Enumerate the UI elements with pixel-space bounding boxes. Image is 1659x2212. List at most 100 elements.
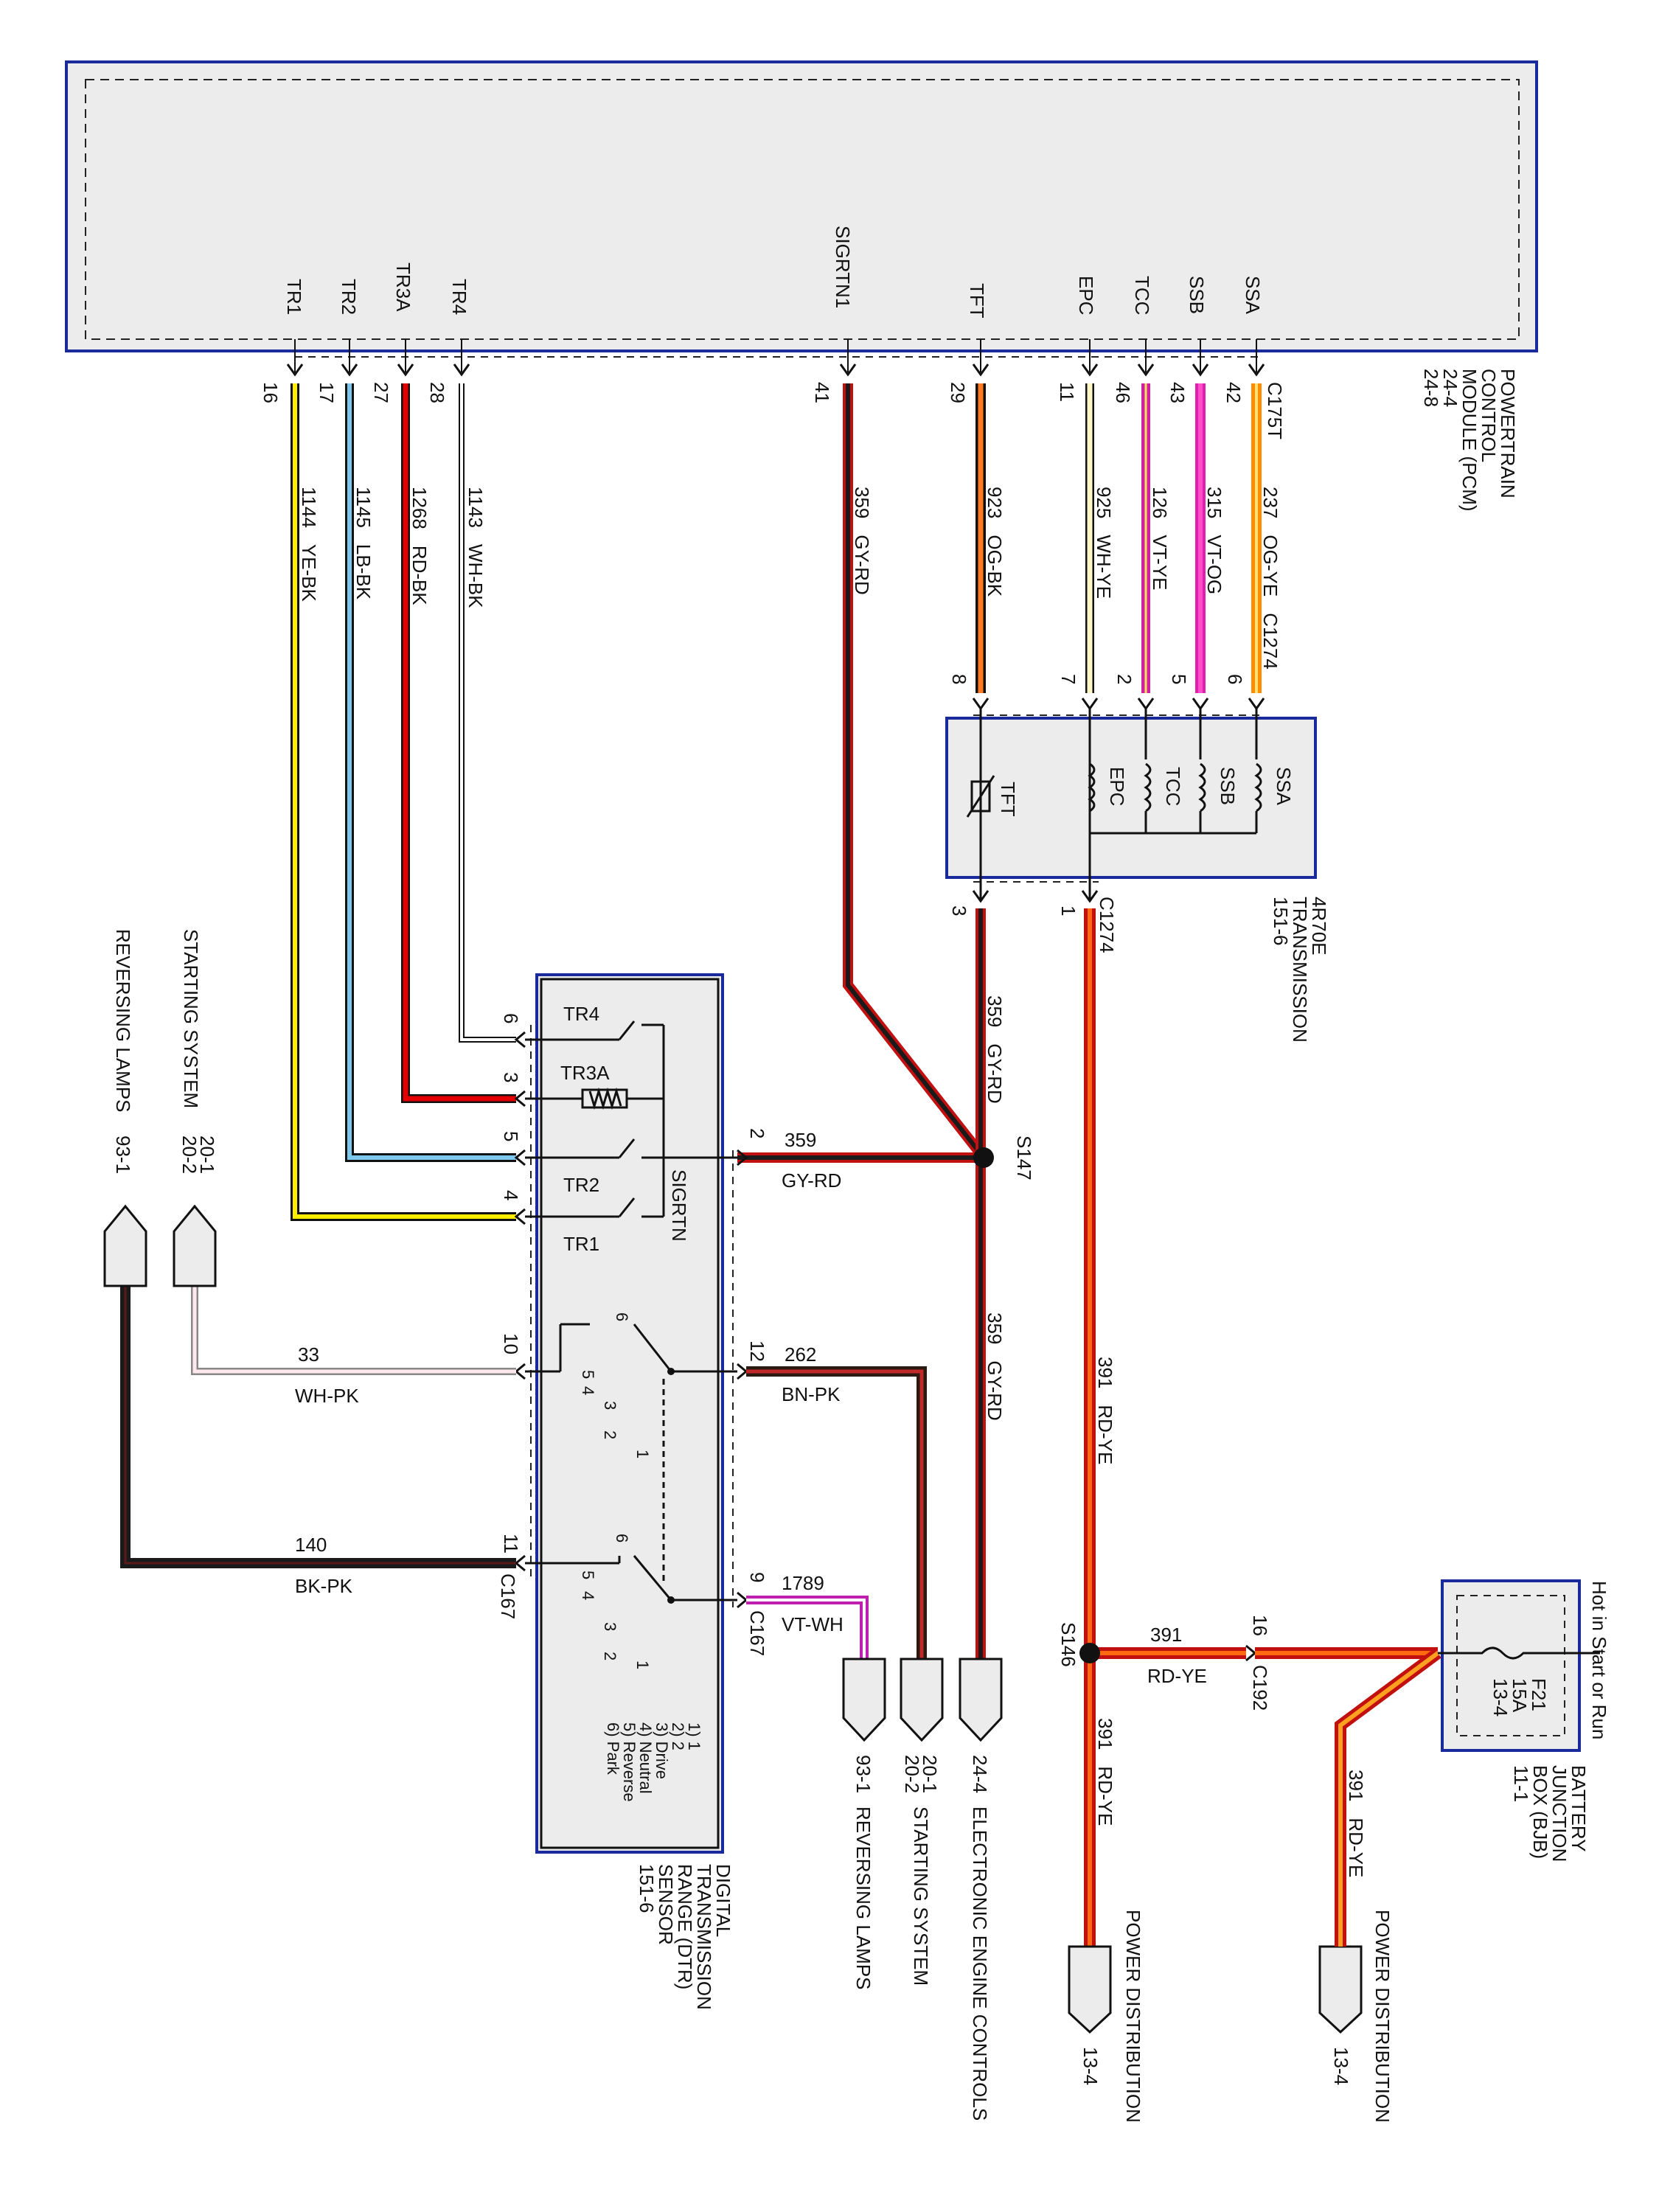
gyrd-down-label: 359GY-RD [984,1312,1006,1421]
svg-text:SIGRTN: SIGRTN [668,1169,690,1242]
rdye-s146-color: RD-YE [1147,1665,1207,1687]
dtr-right-pins: 2 12 9 C167 [746,1128,768,1656]
dtr-switch-labels: TR4 TR3A TR2 TR1 SIGRTN [560,1003,690,1255]
rdye-bjb-label: 391RD-YE [1345,1770,1367,1877]
svg-text:8: 8 [948,674,970,684]
gyrd-s147-circuit: 359 [785,1129,816,1151]
ssa-wire-label: 237OG-YEC1274 [1259,487,1281,669]
svg-text:6: 6 [613,1312,631,1321]
splice-s147-label: S147 [1013,1135,1035,1180]
svg-text:2) 2: 2) 2 [669,1722,687,1750]
svg-text:20-2: 20-2 [178,1135,201,1174]
svg-text:42: 42 [1222,382,1245,403]
svg-text:SSB: SSB [1217,767,1239,805]
svg-text:12: 12 [746,1340,768,1362]
svg-text:ELECTRONIC ENGINE CONTROLS: ELECTRONIC ENGINE CONTROLS [969,1806,991,2121]
svg-text:CONTROL: CONTROL [1478,369,1500,462]
pcm-connector-arrows [286,363,1265,376]
bkpk-circuit: 140 [295,1534,327,1556]
svg-text:C175T: C175T [1264,382,1286,439]
svg-text:151-6: 151-6 [1270,897,1292,946]
pcm-module [65,60,1538,352]
svg-text:24-4: 24-4 [1439,369,1461,407]
svg-text:3) Drive: 3) Drive [653,1722,671,1779]
pcm-pin-tr1: TR1 [283,279,305,315]
svg-text:TR3A: TR3A [560,1062,610,1084]
svg-text:6) Park: 6) Park [604,1722,622,1775]
ref-reversing-bottom: 93-1 REVERSING LAMPS [852,1755,874,1990]
ref-starting-left: STARTING SYSTEM 20-1 20-2 [178,929,218,1174]
pcm-pin-tr4: TR4 [448,279,470,315]
whpk-color: WH-PK [295,1385,359,1407]
svg-text:9: 9 [746,1572,768,1582]
dtr-switches [525,1020,737,1218]
svg-text:4: 4 [579,1591,597,1600]
svg-text:SSA: SSA [1273,767,1295,806]
ref-eec-bottom: 24-4 ELECTRONIC ENGINE CONTROLS [969,1755,991,2121]
dtr-selector-switches [525,1323,737,1601]
svg-text:TR4: TR4 [563,1003,599,1025]
svg-text:C1274: C1274 [1096,897,1118,953]
svg-text:5) Reverse: 5) Reverse [620,1722,639,1802]
svg-text:93-1: 93-1 [112,1135,134,1174]
c192-name: C192 [1249,1665,1271,1711]
svg-text:11: 11 [1056,382,1078,402]
svg-text:TFT: TFT [997,782,1019,817]
svg-text:11-1: 11-1 [1510,1765,1532,1802]
svg-text:43: 43 [1166,382,1189,403]
ref-starting-bottom: 20-1 20-2 STARTING SYSTEM [901,1755,941,1986]
rdye-down-label: 391RD-YE [1094,1718,1116,1826]
sigrtn1-wire-label: 359GY-RD [851,487,873,595]
solenoid-labels: TFT EPC TCC SSB SSA [997,767,1295,817]
trans-out-pins: 3 1 C1274 [948,897,1118,953]
trans-in-pins: 8 7 2 5 6 [948,674,1246,684]
bkpk-color: BK-PK [295,1575,353,1597]
dtr-position-numbers-2: 6 5 4 3 2 1 [579,1534,652,1669]
dtr-contacts [667,1368,675,1604]
svg-text:1143WH-BK: 1143WH-BK [465,487,487,608]
svg-text:4) Neutral: 4) Neutral [636,1722,655,1794]
bjb-fuse-label: F21 15A 13-4 [1489,1678,1550,1717]
gyrd-trans-label: 359GY-RD [984,995,1006,1104]
svg-text:2: 2 [601,1430,619,1439]
splice-s146-label: S146 [1057,1622,1079,1667]
svg-text:5: 5 [1168,674,1190,684]
svg-text:1145LB-BK: 1145LB-BK [352,487,375,600]
pcm-wire-labels-left: 1144YE-BK 1145LB-BK 1268RD-BK 1143WH-BK [298,487,487,608]
svg-text:DIGITAL: DIGITAL [712,1864,734,1937]
dtr-left-pins: 6 3 5 4 10 11 C167 [497,1013,522,1619]
svg-text:3: 3 [601,1401,619,1410]
svg-text:2: 2 [601,1652,619,1660]
svg-text:MODULE (PCM): MODULE (PCM) [1458,369,1481,512]
svg-text:1: 1 [633,1450,652,1458]
bjb-label: BATTERY JUNCTION BOX (BJB) 11-1 [1510,1765,1590,1862]
svg-text:10: 10 [500,1333,522,1354]
svg-text:24-4: 24-4 [969,1755,991,1793]
svg-text:2: 2 [1113,674,1135,684]
svg-text:3: 3 [948,905,970,916]
splice-s147 [973,1147,994,1168]
dtr-legend: 1) 1 2) 2 3) Drive 4) Neutral 5) Reverse… [604,1722,703,1802]
svg-text:SENSOR: SENSOR [655,1864,677,1945]
svg-text:C167: C167 [746,1610,768,1656]
pcm-pin-ssa: SSA [1242,276,1264,315]
svg-text:TRANSMISSION: TRANSMISSION [1289,897,1311,1043]
svg-text:BOX (BJB): BOX (BJB) [1529,1765,1551,1859]
pcm-pin-ssb: SSB [1186,276,1208,314]
svg-text:13-4: 13-4 [1330,2047,1352,2085]
dtr-position-numbers-1: 6 5 4 3 2 1 [579,1312,652,1458]
svg-text:REVERSING LAMPS: REVERSING LAMPS [852,1806,874,1990]
svg-text:15A: 15A [1509,1678,1531,1713]
pcm-pin-tft: TFT [966,283,988,319]
svg-text:5: 5 [579,1370,597,1379]
svg-text:41: 41 [811,382,833,403]
epc-wire-label: 925WH-YE [1093,487,1115,599]
gyrd-s147-color: GY-RD [782,1169,841,1192]
pcm-pin-tcc: TCC [1131,276,1153,315]
svg-text:TCC: TCC [1162,767,1184,806]
vtwh-color: VT-WH [782,1613,844,1635]
pcm-pin-sigrtn1: SIGRTN1 [832,226,854,308]
svg-text:3: 3 [601,1622,619,1631]
pcm-pin-tr2: TR2 [338,279,360,315]
